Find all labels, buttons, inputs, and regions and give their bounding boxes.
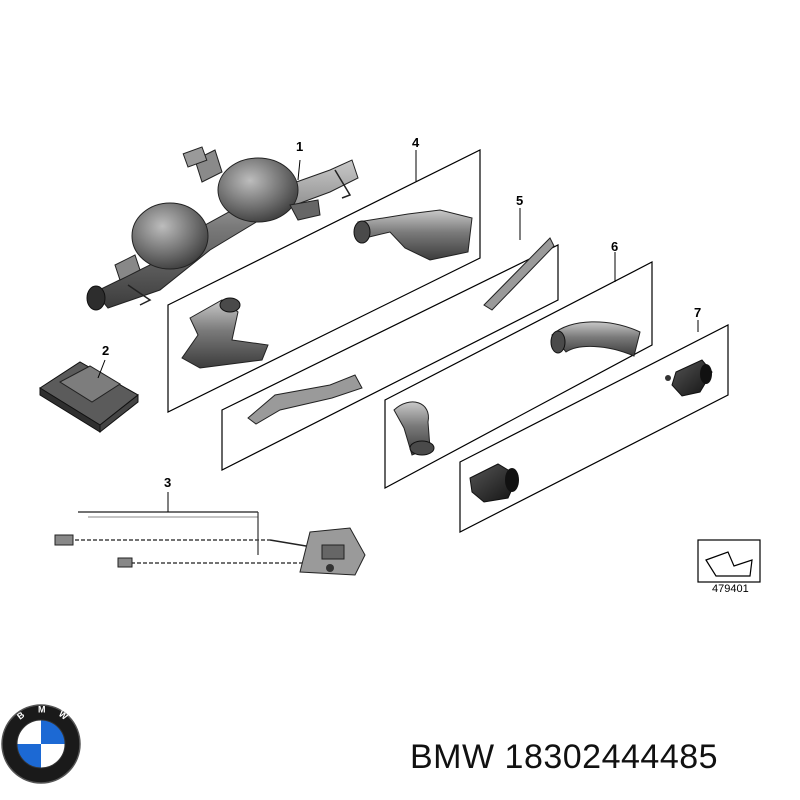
callout-6: 6 [611, 239, 619, 254]
callout-3: 3 [164, 475, 172, 490]
reference-number: 479401 [712, 583, 749, 595]
callout-7: 7 [694, 305, 702, 320]
bmw-logo-icon: B M W [1, 704, 81, 784]
leader-lines [97, 150, 699, 512]
part-5-brackets [221, 237, 559, 471]
part-7-exhaust-tips [459, 324, 729, 533]
part-1-rear-silencer [86, 146, 359, 311]
svg-text:B: B [15, 709, 27, 721]
callout-4: 4 [412, 135, 420, 150]
part-caption: BMW 18302444485 [410, 738, 718, 777]
reference-symbol [697, 539, 761, 583]
brand-name: BMW [410, 738, 495, 776]
part-number: 18302444485 [504, 738, 719, 776]
callout-1: 1 [296, 139, 304, 154]
part-4-tailpipe-trims [167, 149, 481, 413]
svg-text:M: M [38, 705, 46, 715]
part-6-connecting-pipes [384, 261, 653, 490]
part-3-wiring-harness [54, 511, 366, 576]
part-2-control-unit [39, 361, 139, 434]
callout-5: 5 [516, 193, 524, 208]
callout-2: 2 [102, 343, 110, 358]
